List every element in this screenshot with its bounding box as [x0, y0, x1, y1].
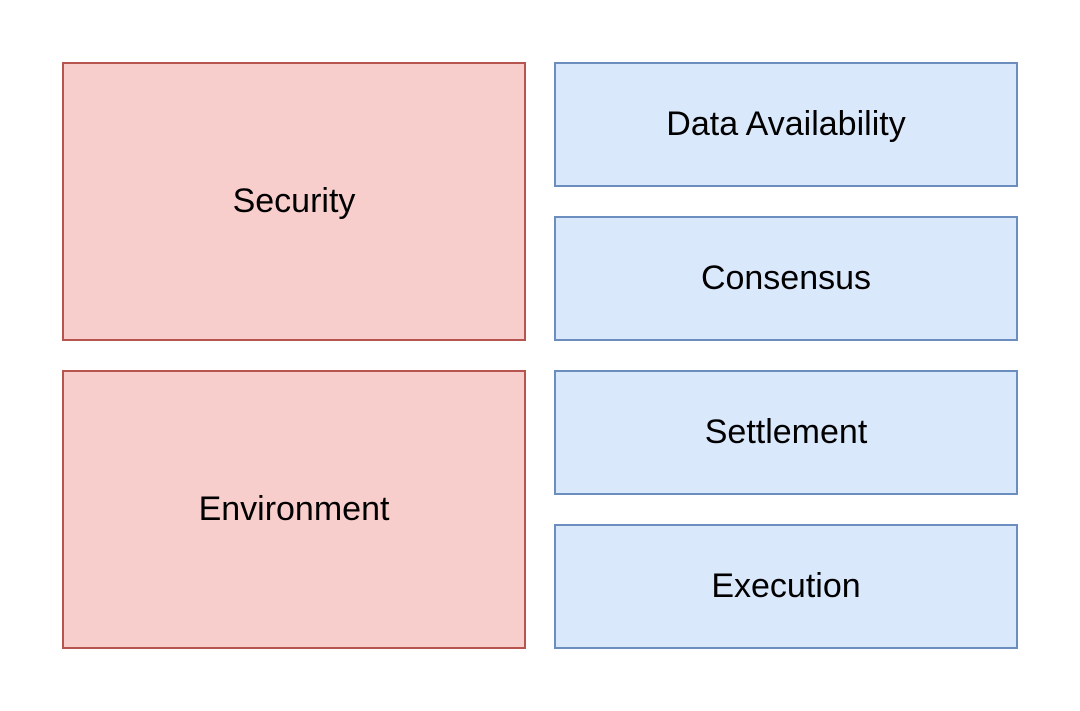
execution-box: Execution — [554, 524, 1018, 649]
consensus-box: Consensus — [554, 216, 1018, 341]
consensus-label: Consensus — [700, 259, 872, 297]
data-availability-label: Data Availability — [666, 105, 906, 143]
security-box: Security — [62, 62, 526, 341]
data-availability-box: Data Availability — [554, 62, 1018, 187]
settlement-label: Settlement — [704, 413, 868, 451]
environment-label: Environment — [198, 490, 390, 528]
execution-label: Execution — [711, 567, 861, 605]
settlement-box: Settlement — [554, 370, 1018, 495]
environment-box: Environment — [62, 370, 526, 649]
security-label: Security — [232, 182, 356, 220]
